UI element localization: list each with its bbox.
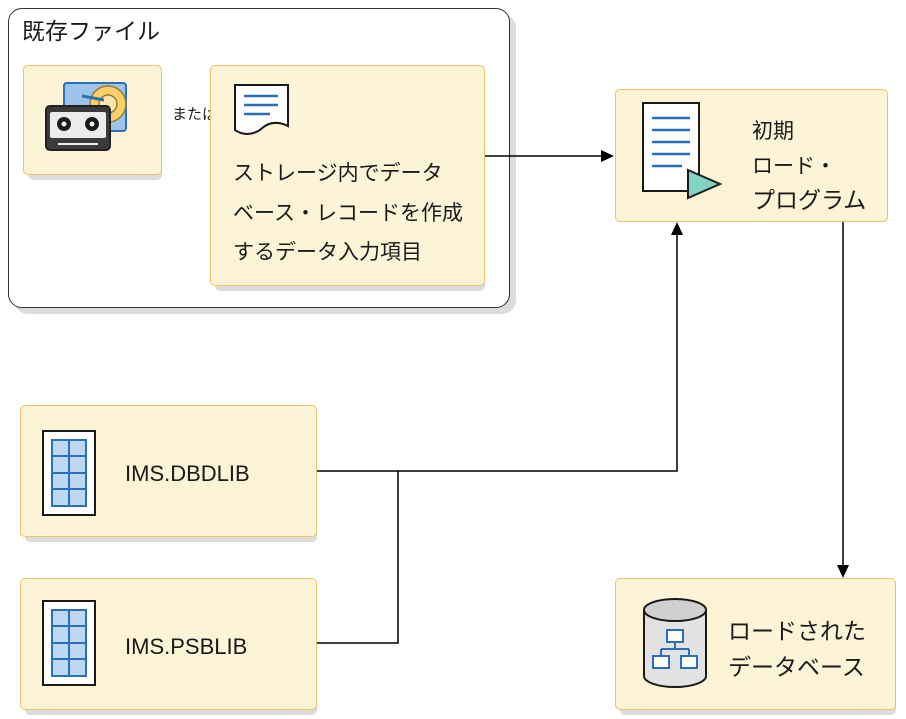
document-icon <box>232 82 292 142</box>
arrowhead-into-program-left <box>601 150 614 162</box>
data-input-text-line-1: ストレージ内でデータ <box>233 161 443 185</box>
initial-load-text-line-2: ロード・ <box>752 154 836 178</box>
connector-psblib-to-junction <box>317 471 399 644</box>
initial-load-text-line-1: 初期 <box>752 119 794 143</box>
table-icon-psblib <box>40 598 98 692</box>
table-icon-dbdlib <box>40 428 98 522</box>
loaded-database-text-line-1: ロードされた <box>728 619 866 645</box>
psblib-label: IMS.PSBLIB <box>125 634 248 659</box>
dbdlib-label: IMS.DBDLIB <box>125 461 250 486</box>
arrowhead-into-database <box>837 565 849 578</box>
program-document-icon <box>640 100 724 204</box>
initial-load-text-line-3: プログラム <box>752 188 867 214</box>
existing-files-title: 既存ファイル <box>22 19 160 45</box>
loaded-database-text-line-2: データベース <box>728 655 865 681</box>
disk-tape-icon <box>38 78 138 158</box>
or-label: または <box>172 105 218 123</box>
database-cylinder-icon <box>638 596 712 696</box>
data-input-text-line-2: ベース・レコードを作成 <box>233 201 463 225</box>
connector-dbdlib-to-program <box>317 234 678 472</box>
arrowhead-into-program-bottom <box>671 222 683 235</box>
data-input-text-line-3: するデータ入力項目 <box>233 240 422 264</box>
